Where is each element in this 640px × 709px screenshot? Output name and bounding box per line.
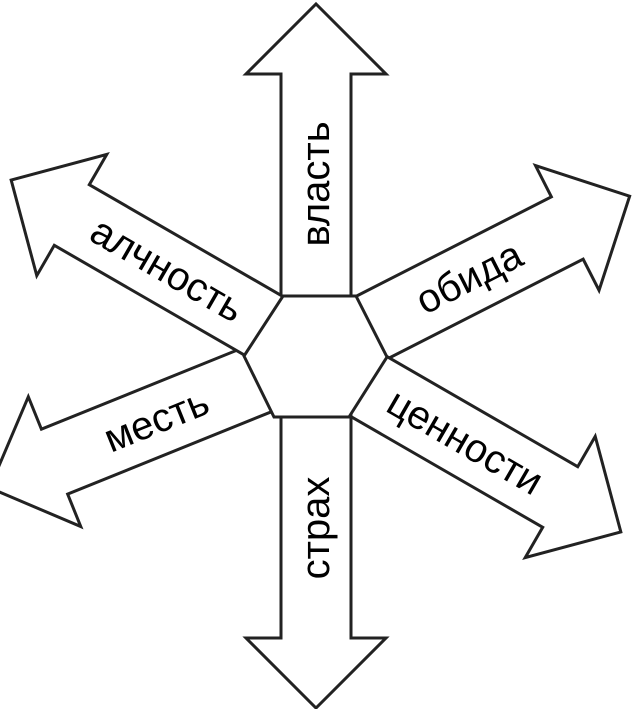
arrow-shape (9, 151, 286, 360)
arrow-shape (242, 1, 390, 300)
arrow-shape (349, 163, 632, 363)
arrow-down: страх (242, 412, 390, 709)
arrow-shape (346, 352, 623, 561)
arrow-shape (242, 412, 390, 709)
arrow-shape (0, 343, 278, 530)
arrow-up-right: обида (349, 163, 632, 363)
arrow-label: власть (294, 121, 338, 246)
arrow-up: власть (242, 1, 390, 300)
arrow-label: страх (294, 477, 338, 580)
center-hexagon (242, 294, 389, 419)
